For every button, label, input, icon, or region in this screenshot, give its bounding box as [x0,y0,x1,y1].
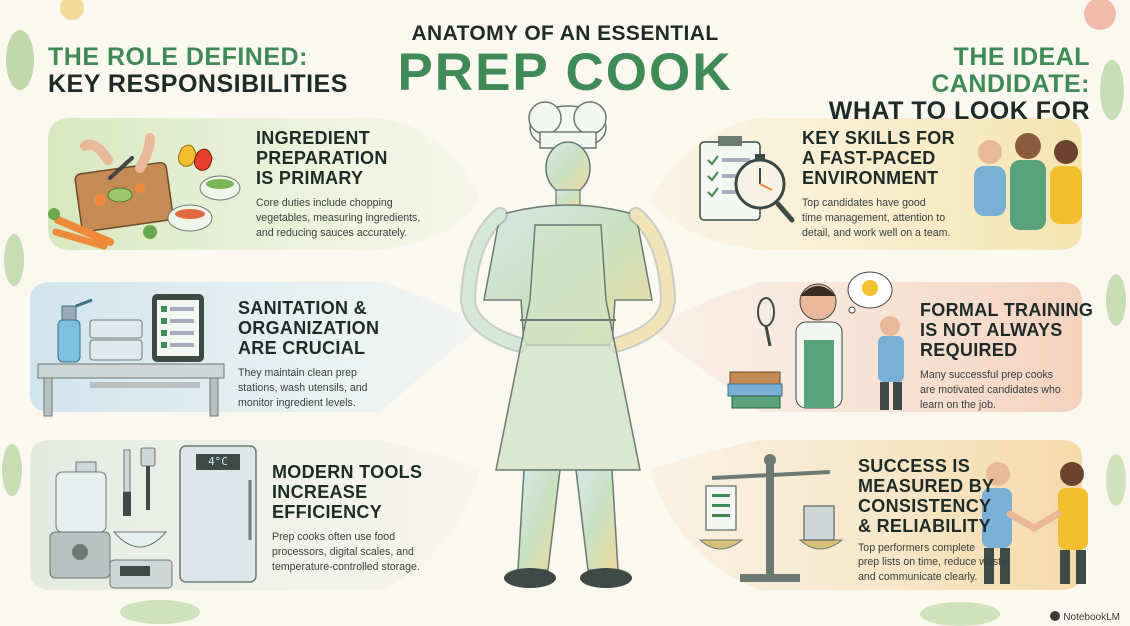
right-header-line2: WHAT TO LOOK FOR [828,97,1090,125]
food-processor-icon [49,461,111,579]
notebooklm-brand: NotebookLM [1050,611,1120,623]
refrigerator-icon [179,445,257,583]
cleaning-station-icon [37,294,225,417]
section-title: SUCCESS IS MEASURED BY CONSISTENCY & REL… [858,456,995,537]
training-illustration [727,271,904,410]
left-header: THE ROLE DEFINED: KEY RESPONSIBILITIES [48,44,348,98]
success-illustration [698,454,1088,584]
chef-woman-whisk-icon [757,283,843,409]
section-formal-training: FORMAL TRAINING IS NOT ALWAYS REQUIRED M… [920,300,1100,412]
right-header-line1: THE IDEAL CANDIDATE: [931,43,1090,98]
right-header: THE IDEAL CANDIDATE: WHAT TO LOOK FOR [800,44,1090,125]
books-icon [727,371,783,409]
stopwatch-icon [734,154,795,223]
knife-icon [123,449,131,516]
section-description: Many successful prep cooks are motivated… [920,369,1061,411]
left-header-line2: KEY RESPONSIBILITIES [48,70,348,98]
section-title: INGREDIENT PREPARATION IS PRIMARY [256,128,388,189]
handshake-icon [982,462,1088,584]
section-success-measured: SUCCESS IS MEASURED BY CONSISTENCY & REL… [858,456,1010,584]
digital-scale-icon [109,531,173,589]
section-title: KEY SKILLS FOR A FAST-PACED ENVIRONMENT [802,128,955,189]
section-title: FORMAL TRAINING IS NOT ALWAYS REQUIRED [920,300,1094,361]
section-ingredient-preparation: INGREDIENT PREPARATION IS PRIMARY Core d… [256,128,456,240]
section-description: Top performers complete prep lists on ti… [858,541,1010,583]
skills-illustration [699,133,1082,230]
section-key-skills: KEY SKILLS FOR A FAST-PACED ENVIRONMENT … [802,128,982,240]
section-title: SANITATION & ORGANIZATION ARE CRUCIAL [238,298,380,359]
lightbulb-icon [847,271,893,314]
page-subtitle: ANATOMY OF AN ESSENTIAL [411,22,719,45]
tablet-checklist-icon [152,294,204,362]
kitchen-tools-icon [49,445,257,589]
team-icon [974,133,1082,230]
spatula-icon [140,447,156,510]
section-modern-tools: MODERN TOOLS INCREASE EFFICIENCY Prep co… [272,462,462,574]
section-title: MODERN TOOLS INCREASE EFFICIENCY [272,462,423,523]
section-description: Core duties include chopping vegetables,… [256,197,421,239]
chef-figure [459,101,677,588]
fridge-temperature-display: 4°C [208,455,228,468]
spray-bottle-icon [57,298,93,363]
section-description: Top candidates have good time management… [802,197,951,239]
vegetables-cutting-board-icon [48,133,241,250]
section-description: Prep cooks often use food processors, di… [272,531,420,573]
page-title: PREP COOK [397,43,733,102]
section-sanitation-organization: SANITATION & ORGANIZATION ARE CRUCIAL Th… [238,298,438,410]
left-header-line1: THE ROLE DEFINED: [48,43,308,71]
balance-scale-icon [698,454,844,582]
section-description: They maintain clean prep stations, wash … [238,367,368,409]
notebooklm-icon [1050,611,1061,621]
